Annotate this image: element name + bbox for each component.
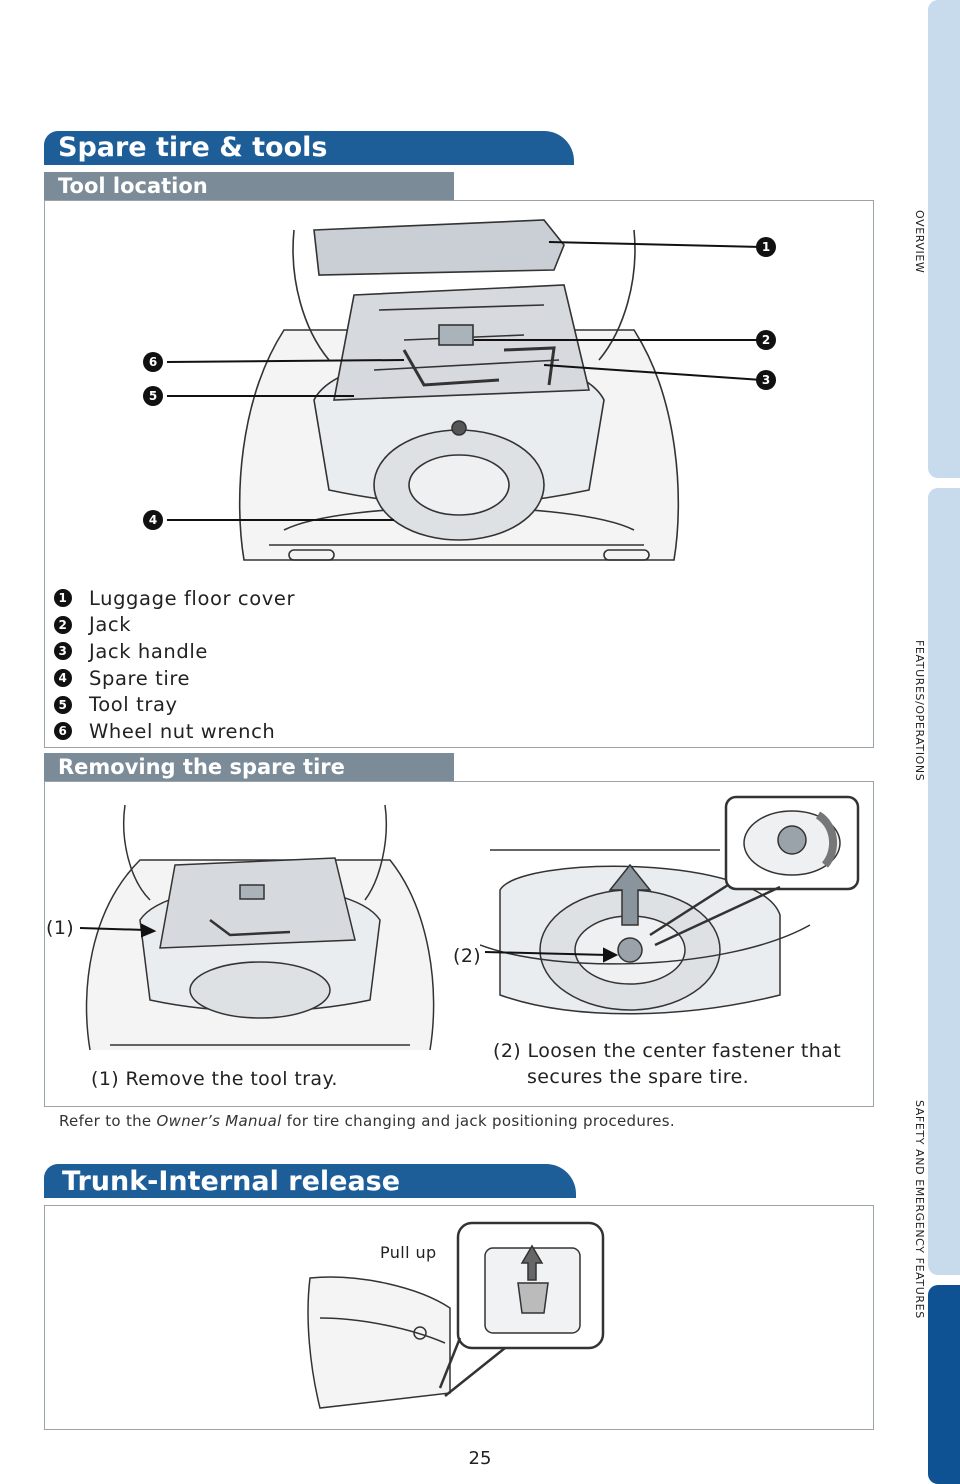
legend-item: 1 Luggage floor cover (54, 585, 295, 612)
legend-number: 3 (54, 642, 72, 661)
legend-item: 5 Tool tray (54, 691, 295, 718)
legend-item: 4 Spare tire (54, 665, 295, 692)
trunk-tools-illustration (166, 219, 763, 561)
callout-1: 1 (756, 237, 776, 257)
legend-item: 3 Jack handle (54, 638, 295, 665)
sidebar-label-safety: SAFETY AND EMERGENCY FEATURES (913, 1100, 926, 1319)
loosen-fastener-illustration (480, 795, 860, 1015)
legend-label: Luggage floor cover (89, 586, 296, 610)
marker-1: (1) (46, 917, 75, 939)
manual-note: Refer to the Owner’s Manual for tire cha… (59, 1112, 675, 1130)
legend-number: 4 (54, 669, 72, 688)
legend-label: Wheel nut wrench (89, 719, 276, 743)
callout-4: 4 (143, 510, 163, 530)
sidebar-label-overview: OVERVIEW (913, 210, 926, 274)
callout-3: 3 (756, 370, 776, 390)
note-prefix: Refer to the (59, 1112, 157, 1130)
removing-heading: Removing the spare tire (44, 753, 454, 781)
step-2-caption-line2: secures the spare tire. (527, 1066, 750, 1088)
tool-legend: 1 Luggage floor cover 2 Jack 3 Jack hand… (54, 585, 295, 745)
section-title: Spare tire & tools (44, 131, 574, 165)
trunk-release-title: Trunk-Internal release (44, 1164, 576, 1198)
legend-number: 5 (54, 695, 72, 714)
step-1-caption: (1) Remove the tool tray. (91, 1068, 338, 1090)
remove-tool-tray-illustration (80, 804, 435, 1051)
legend-label: Jack (89, 613, 132, 637)
sidebar-tab-overview[interactable] (928, 0, 960, 478)
callout-5: 5 (143, 386, 163, 406)
chapter-sidebar (928, 0, 960, 1484)
legend-label: Tool tray (89, 693, 178, 717)
trunk-release-illustration (307, 1221, 605, 1409)
legend-item: 6 Wheel nut wrench (54, 718, 295, 745)
page-number: 25 (468, 1448, 492, 1469)
legend-label: Jack handle (89, 639, 208, 663)
marker-2: (2) (453, 945, 482, 967)
legend-item: 2 Jack (54, 612, 295, 639)
callout-2: 2 (756, 330, 776, 350)
legend-label: Spare tire (89, 666, 191, 690)
sidebar-label-features: FEATURES/OPERATIONS (913, 640, 926, 782)
legend-number: 2 (54, 615, 72, 634)
pull-up-label: Pull up (380, 1243, 437, 1262)
manual-title: Owner’s Manual (156, 1112, 282, 1130)
legend-number: 1 (54, 589, 72, 608)
note-suffix: for tire changing and jack positioning p… (281, 1112, 675, 1130)
callout-6: 6 (143, 352, 163, 372)
sidebar-tab-safety[interactable] (928, 1285, 960, 1484)
step-2-caption-line1: (2) Loosen the center fastener that (493, 1040, 842, 1062)
tool-location-heading: Tool location (44, 172, 454, 200)
sidebar-tab-features[interactable] (928, 488, 960, 1275)
legend-number: 6 (54, 722, 72, 741)
